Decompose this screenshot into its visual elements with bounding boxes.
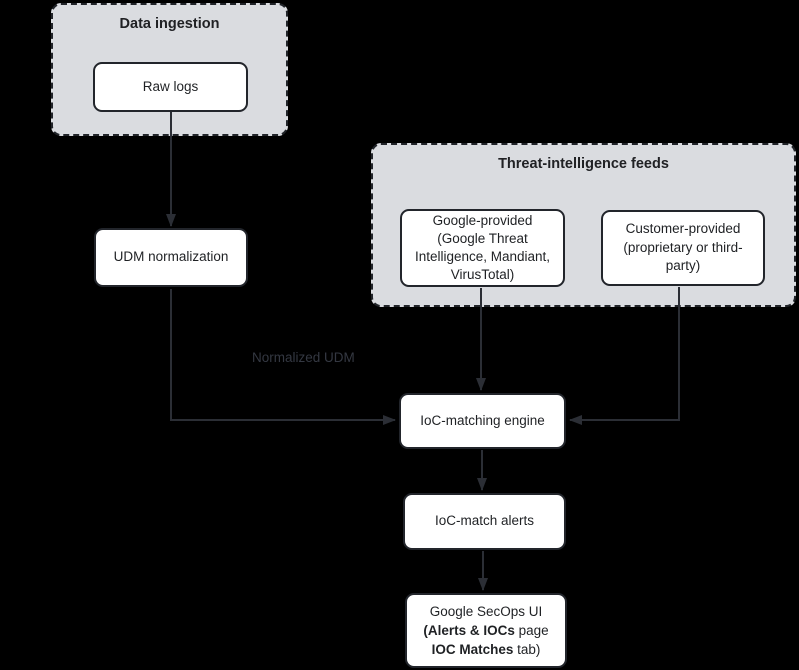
node-secops-line3-rest: tab): [517, 642, 541, 657]
node-udm-normalization: UDM normalization: [94, 228, 248, 287]
node-ioc-match-alerts-label: IoC-match alerts: [434, 513, 535, 529]
node-google-provided-line: Intelligence, Mandiant,: [414, 249, 551, 264]
node-google-provided-line: (Google Threat: [437, 231, 528, 246]
edge-udm-to-engine: [170, 289, 396, 425]
node-customer-provided-line: party): [665, 258, 701, 274]
node-secops-line3: IOC Matches tab): [432, 640, 541, 659]
node-secops-line2-rest: page: [518, 623, 549, 638]
node-secops-line1: Google SecOps UI: [429, 604, 543, 619]
node-customer-provided-line: Customer-provided: [625, 221, 741, 237]
node-ioc-matching-engine-label: IoC-matching engine: [420, 412, 545, 428]
node-secops-line3-bold: IOC Matches: [431, 642, 514, 657]
node-google-provided-line: Google-provided: [432, 213, 533, 228]
node-secops-line2: (Alerts & IOCs page: [423, 621, 548, 640]
group-data-ingestion: Data ingestion: [51, 3, 288, 136]
node-udm-normalization-label: UDM normalization: [113, 249, 229, 265]
node-google-secops-ui: Google SecOps UI (Alerts & IOCs page IOC…: [405, 593, 567, 668]
node-google-provided-line: VirusTotal): [450, 267, 515, 282]
node-google-provided: Google-provided (Google Threat Intellige…: [400, 209, 565, 287]
node-ioc-matching-engine: IoC-matching engine: [399, 393, 566, 449]
edge-label-normalized-udm: Normalized UDM: [252, 350, 355, 365]
node-customer-provided-line: (proprietary or third-: [623, 239, 743, 255]
edge-customer-to-engine: [569, 287, 680, 425]
node-raw-logs: Raw logs: [93, 62, 248, 112]
node-ioc-match-alerts: IoC-match alerts: [403, 493, 566, 550]
group-data-ingestion-title: Data ingestion: [119, 16, 220, 32]
node-secops-line2-bold: (Alerts & IOCs: [423, 623, 515, 638]
node-customer-provided: Customer-provided (proprietary or third-…: [601, 210, 765, 286]
group-threat-feeds-title: Threat-intelligence feeds: [498, 156, 669, 172]
node-raw-logs-label: Raw logs: [142, 78, 199, 94]
